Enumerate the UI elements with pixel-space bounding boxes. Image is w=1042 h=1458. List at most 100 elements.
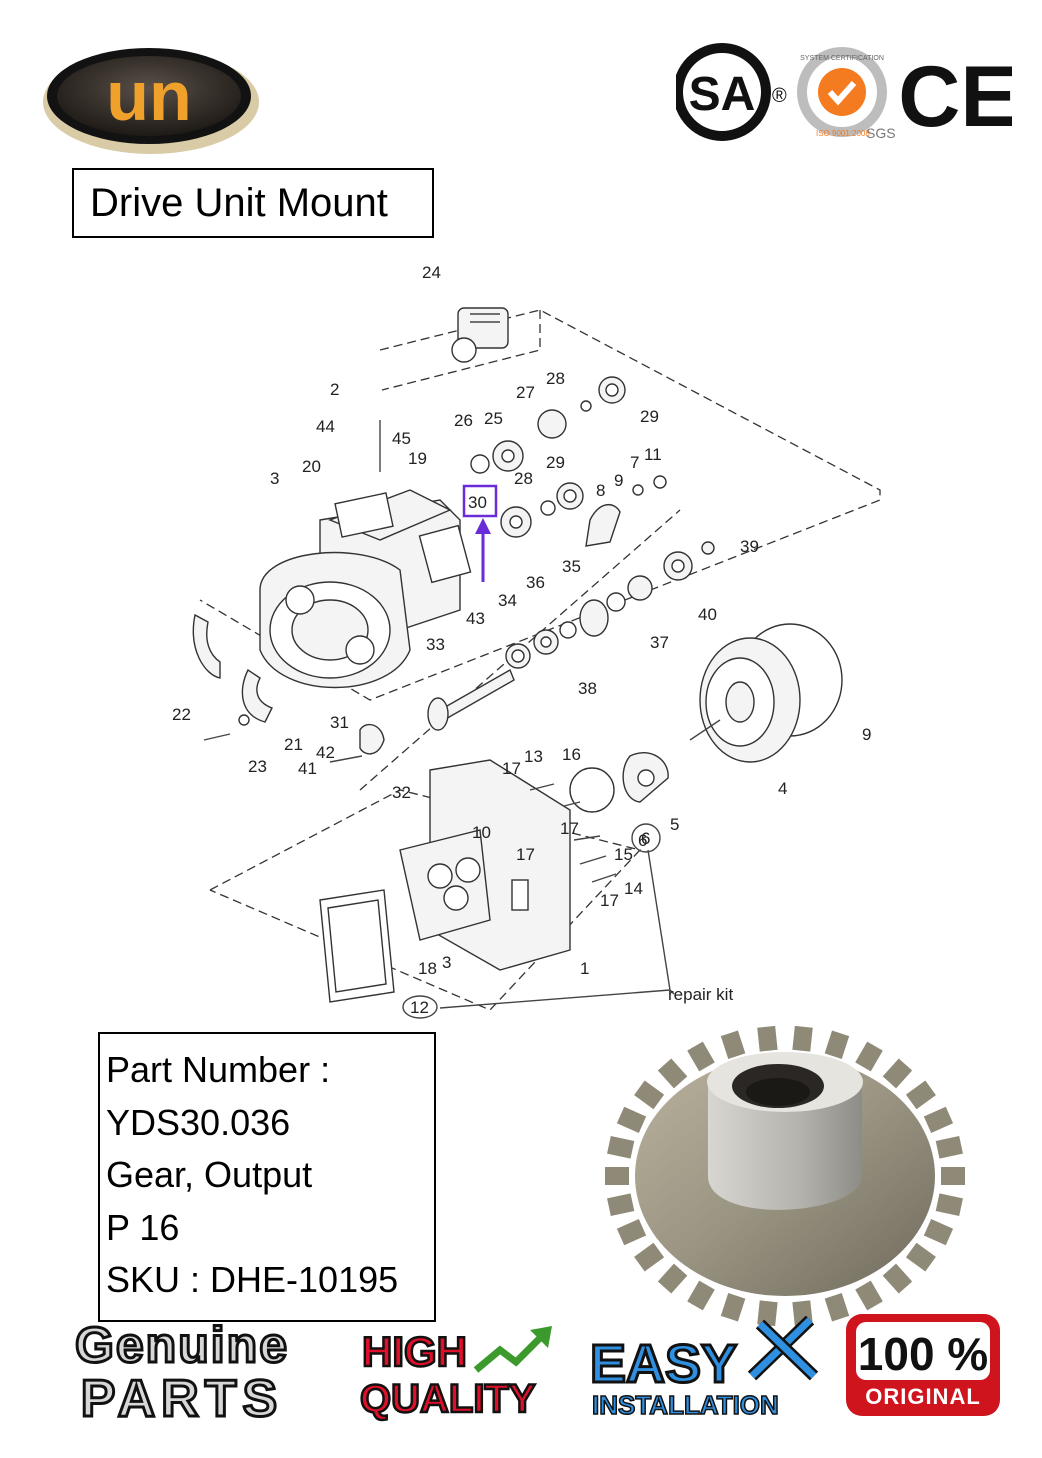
svg-text:6: 6 [638,831,647,850]
svg-text:SYSTEM CERTIFICATION: SYSTEM CERTIFICATION [800,55,884,62]
svg-text:12: 12 [410,998,429,1017]
page-title: Drive Unit Mount [72,168,434,238]
part-info-box: Part Number : YDS30.036 Gear, Output P 1… [98,1032,436,1322]
svg-text:3: 3 [270,469,279,488]
svg-text:ISO 9001:2008: ISO 9001:2008 [816,129,870,138]
svg-text:HIGH: HIGH [362,1328,467,1375]
gear-tooth [905,1242,936,1272]
part-bolts [329,420,617,883]
svg-text:16: 16 [562,745,581,764]
part-coupling [569,751,669,813]
part-lower-housing [319,759,571,1003]
part-description: Gear, Output [106,1154,313,1195]
svg-text:14: 14 [624,879,643,898]
part-housing [259,489,472,689]
svg-text:11: 11 [644,445,662,464]
svg-text:35: 35 [562,557,581,576]
svg-text:17: 17 [600,891,619,910]
gear-tooth [616,1219,647,1246]
certification-logos: SA ® SYSTEM CERTIFICATION ISO 9001:2008 … [676,43,1012,144]
svg-text:SGS: SGS [866,125,896,141]
part-gear-train [359,376,715,755]
svg-text:27: 27 [516,383,535,402]
highlight-box [462,484,498,518]
highlight-arrow [475,518,491,582]
brand-logo: un [43,48,259,154]
svg-text:19: 19 [408,449,427,468]
svg-text:20: 20 [302,457,321,476]
svg-text:10: 10 [472,823,491,842]
svg-text:31: 31 [330,713,349,732]
svg-text:6: 6 [641,829,650,848]
svg-text:9: 9 [614,471,623,490]
exploded-parts-diagram: 24 2 44 45 19 3 20 26 25 27 28 29 28 29 … [172,263,881,1019]
gear-tooth [855,1280,883,1311]
gear-tooth [824,1030,850,1059]
gear-tooth [757,1026,778,1052]
tools-icon [747,1315,819,1381]
svg-text:26: 26 [454,411,473,430]
svg-text:2: 2 [330,380,339,399]
gear-tooth [923,1106,954,1133]
svg-text:34: 34 [498,591,517,610]
svg-text:4: 4 [778,779,787,798]
svg-text:Genuine: Genuine [75,1317,289,1373]
svg-text:32: 32 [392,783,411,802]
svg-text:18: 18 [418,959,437,978]
svg-text:QUALITY: QUALITY [360,1377,536,1421]
svg-text:36: 36 [526,573,545,592]
svg-text:28: 28 [546,369,565,388]
gear-tooth [607,1193,635,1216]
svg-text:28: 28 [514,469,533,488]
gear-tooth [935,1193,963,1216]
svg-text:7: 7 [630,453,639,472]
part-number-value: YDS30.036 [106,1101,291,1143]
svg-text:43: 43 [466,609,485,628]
quality-badges: Genuine PARTS HIGH QUALITY EASY INSTALLA… [73,1314,1000,1430]
logo-text: un [106,57,192,135]
svg-text:37: 37 [650,633,669,652]
svg-text:40: 40 [698,605,717,624]
svg-text:100 %: 100 % [858,1328,988,1380]
svg-text:39: 39 [740,537,759,556]
svg-text:13: 13 [524,747,543,766]
trend-arrow-icon [473,1331,547,1373]
easy-installation-badge: EASY INSTALLATION [589,1315,819,1421]
svg-text:25: 25 [484,409,503,428]
callout-labels: 24 2 44 45 19 3 20 26 25 27 28 29 28 29 … [172,263,871,978]
gear-photo [605,1026,965,1326]
svg-text:CE: CE [898,49,1012,144]
gear-tooth [616,1106,647,1133]
svg-text:INSTALLATION: INSTALLATION [592,1390,779,1420]
gear-tooth [792,1026,813,1052]
svg-text:EASY: EASY [590,1334,737,1394]
gear-tooth [607,1136,635,1159]
svg-text:23: 23 [248,757,267,776]
gear-tooth [687,1041,715,1072]
gear-tooth [824,1293,850,1322]
genuine-parts-badge: Genuine PARTS [73,1316,289,1430]
svg-text:44: 44 [316,417,335,436]
csa-icon: SA ® [676,43,787,141]
gear-tooth [720,1293,746,1322]
gear-tooth [923,1219,954,1246]
svg-text:8: 8 [596,481,605,500]
svg-text:38: 38 [578,679,597,698]
high-quality-badge: HIGH QUALITY [359,1326,552,1422]
gear-tooth [905,1080,936,1110]
svg-text:®: ® [772,85,787,107]
part-motor [451,307,509,363]
svg-text:24: 24 [422,263,441,282]
svg-text:5: 5 [670,815,679,834]
gear-tooth [720,1030,746,1059]
svg-text:1: 1 [580,959,589,978]
svg-text:ORIGINAL: ORIGINAL [865,1384,981,1409]
part-brake-shoes [192,613,273,741]
svg-text:9: 9 [862,725,871,744]
gear-tooth [882,1263,913,1294]
part-sku: SKU : DHE-10195 [106,1259,399,1300]
part-drum-assembly [689,623,843,763]
svg-text:15: 15 [614,845,633,864]
svg-text:45: 45 [392,429,411,448]
svg-text:29: 29 [546,453,565,472]
